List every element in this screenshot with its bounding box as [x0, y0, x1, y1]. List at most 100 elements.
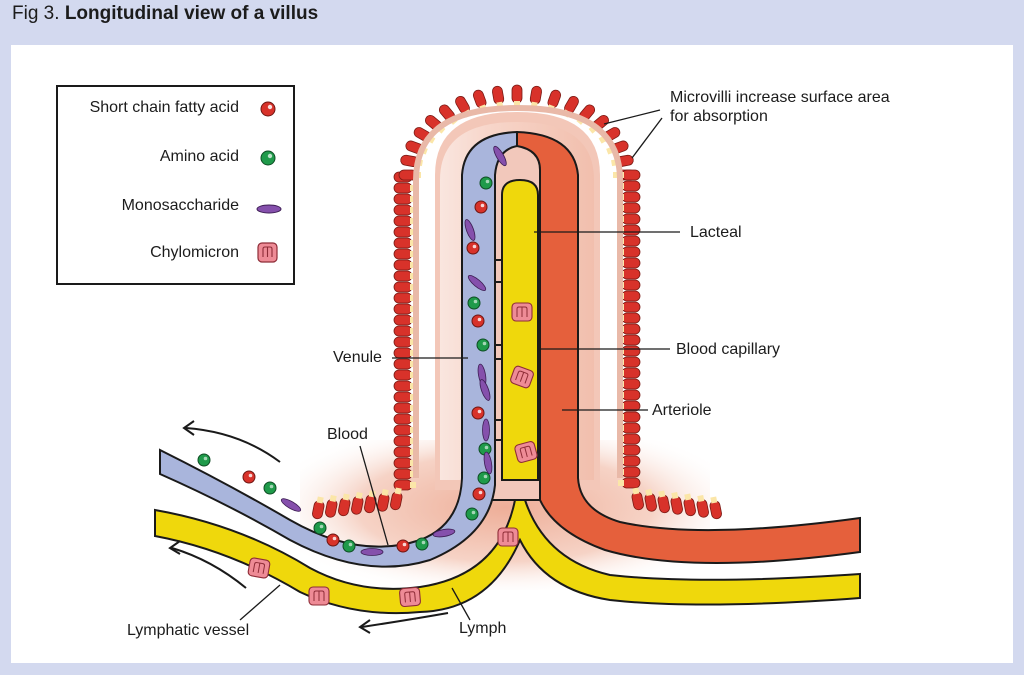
chylomicron-particle — [514, 441, 538, 463]
venule — [159, 130, 518, 568]
microvillus — [377, 488, 390, 512]
fatty-acid-particle — [326, 533, 340, 547]
villus-core — [413, 104, 623, 478]
fatty-acid-particle — [471, 406, 485, 420]
microvillus — [393, 424, 416, 436]
amino-acid-particle — [467, 296, 481, 310]
amino-acid-highlight — [484, 445, 489, 450]
microvillus — [393, 292, 416, 304]
figure-title: Fig 3. Longitudinal view of a villus — [12, 3, 318, 25]
arteriole — [516, 130, 861, 565]
legend-label-fatty-acid: Short chain fatty acid — [89, 99, 239, 116]
blood-label: Blood — [327, 426, 368, 443]
monosaccharide-particle — [467, 275, 487, 291]
chylomicron-particle — [308, 586, 330, 606]
legend-label-amino-acid: Amino acid — [159, 148, 239, 165]
microvillus — [393, 314, 416, 326]
leader-lines — [239, 109, 680, 621]
fatty-acid-highlight — [402, 542, 407, 547]
monosaccharide-particle — [482, 418, 490, 442]
amino-acid-highlight — [483, 474, 488, 479]
microvillus — [657, 490, 670, 514]
chylomicron-particle — [510, 365, 534, 389]
chylomicron-icon — [257, 242, 278, 263]
microvillus — [393, 347, 416, 359]
monosaccharide-particle — [479, 379, 491, 401]
microvillus — [393, 479, 416, 491]
microvillus — [670, 491, 683, 515]
amino-acid-highlight — [471, 510, 476, 515]
microvillus — [393, 237, 416, 249]
lymph-flow-arrow-upper-head — [168, 540, 181, 555]
lymphatic-vessel-leader — [239, 584, 281, 621]
microvillus — [393, 248, 416, 260]
lacteal-label: Lacteal — [690, 224, 742, 241]
microvillus — [618, 477, 641, 489]
fatty-acid-highlight — [477, 317, 482, 322]
microvillus — [393, 413, 416, 425]
microvilli-label-line2: for absorption — [670, 108, 768, 125]
amino-acid-highlight — [421, 540, 426, 545]
microvillus — [393, 391, 416, 403]
green-dot-icon — [260, 150, 276, 166]
chylomicron-particle — [399, 586, 421, 608]
fatty-acid-highlight — [480, 203, 485, 208]
chylomicron-particle — [511, 302, 533, 322]
lymph-flow-arrow-lower-head — [358, 619, 371, 634]
amino-acid-particle — [415, 537, 429, 551]
fatty-acid-particle — [396, 539, 410, 553]
microvilli-leader-1 — [603, 109, 661, 125]
microvillus — [351, 491, 364, 515]
microvillus — [709, 496, 722, 520]
microvillus — [393, 380, 416, 392]
microvillus — [325, 494, 338, 518]
amino-acid-highlight — [482, 341, 487, 346]
microvillus — [631, 487, 644, 511]
microvillus — [338, 493, 351, 517]
venule-flow-arrow — [185, 427, 281, 463]
microvillus — [393, 270, 416, 282]
microvillus — [393, 193, 416, 205]
fatty-acid-highlight — [248, 473, 253, 478]
microvillus — [393, 259, 416, 271]
microvillus — [312, 496, 325, 520]
microvillus — [393, 215, 416, 227]
lymphatic-vessel-label: Lymphatic vessel — [127, 622, 250, 639]
lymph-flow-arrow-lower — [361, 612, 449, 628]
purple-ellipse-icon — [256, 204, 282, 214]
microvillus — [393, 369, 416, 381]
amino-acid-particle — [313, 521, 327, 535]
amino-acid-particle — [342, 539, 356, 553]
monosaccharide-particle — [493, 145, 507, 167]
lymph-label: Lymph — [459, 620, 507, 637]
microvillus — [393, 358, 416, 370]
microvillus — [393, 281, 416, 293]
fatty-acid-highlight — [477, 409, 482, 414]
fatty-acid-particle — [474, 200, 488, 214]
legend-label-monosaccharide: Monosaccharide — [121, 197, 239, 214]
arteriole-label: Arteriole — [652, 402, 712, 419]
red-dot-icon — [260, 101, 276, 117]
amino-acid-particle — [197, 453, 211, 467]
figure-name: Longitudinal view of a villus — [64, 3, 319, 24]
lymph-flow-arrow-upper — [171, 547, 247, 589]
flow-arrows — [168, 420, 449, 634]
microvillus — [393, 303, 416, 315]
microvillus — [393, 182, 416, 194]
lacteal — [501, 178, 539, 481]
amino-acid-highlight — [348, 542, 353, 547]
fatty-acid-particle — [466, 241, 480, 255]
microvillus — [364, 490, 377, 514]
amino-acid-highlight — [485, 179, 490, 184]
fatty-acid-highlight — [472, 244, 477, 249]
legend: Short chain fatty acid Amino acid Monosa… — [56, 85, 295, 285]
microvillus — [696, 494, 709, 518]
figure-number: Fig 3. — [12, 3, 60, 24]
amino-acid-particle — [263, 481, 277, 495]
amino-acid-particle — [476, 338, 490, 352]
venule-label: Venule — [333, 349, 382, 366]
microvillus — [511, 84, 523, 107]
venule-flow-arrow-head — [182, 420, 195, 436]
monosaccharide-particle — [432, 528, 456, 538]
